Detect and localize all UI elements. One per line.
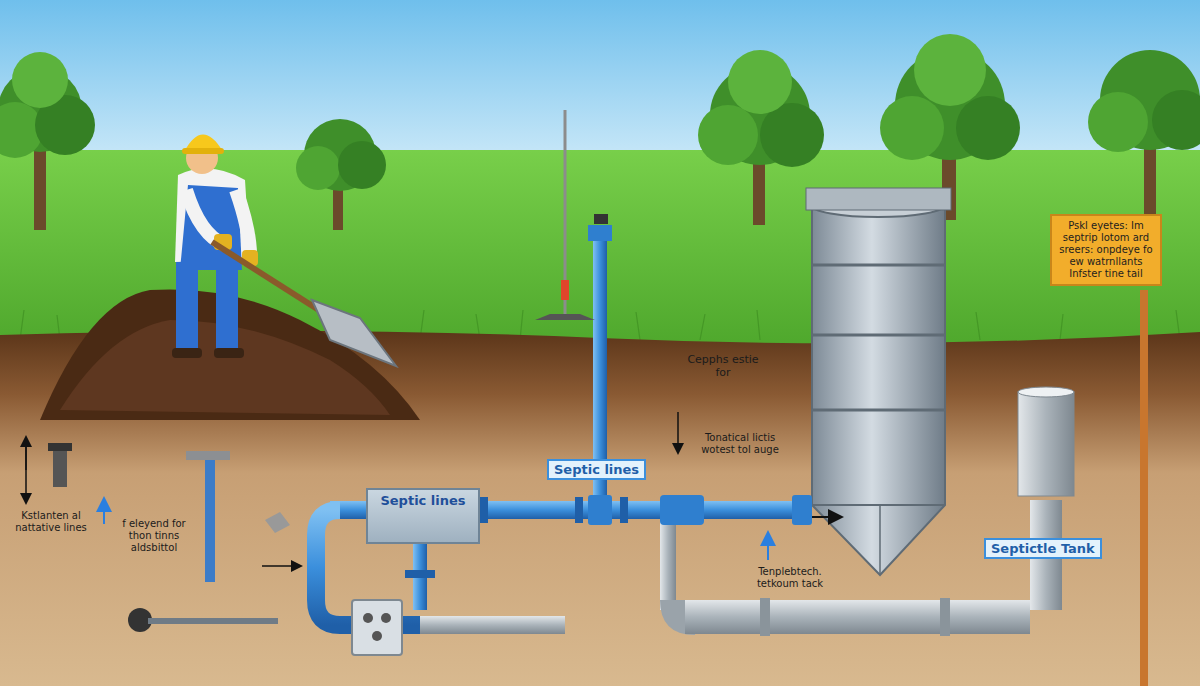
warning-sign: Pskl eyetes: Im septrip lotom ard sreers… (1050, 214, 1162, 286)
annotation-label: f eleyend for thon tinns aldsbittol (112, 518, 196, 554)
annotation-label: Tenplebtech. tetkoum tack (742, 566, 838, 590)
node-text: Septictle Tank (991, 541, 1095, 556)
annotation-label: Cepphs estie for (684, 353, 762, 379)
pipe-label: Septic lines (547, 459, 646, 480)
annotation-label: Kstlanten al nattative lines (12, 510, 90, 534)
node-text: Pskl eyetes: Im septrip lotom ard sreers… (1056, 220, 1156, 280)
tank-label: Septictle Tank (984, 538, 1102, 559)
node-text: Septic lines (374, 493, 472, 508)
node-text: Septic lines (554, 462, 639, 477)
annotation-label: Tonatical lictis wotest tol auge (690, 432, 790, 456)
distribution-box: Septic lines (366, 488, 480, 544)
